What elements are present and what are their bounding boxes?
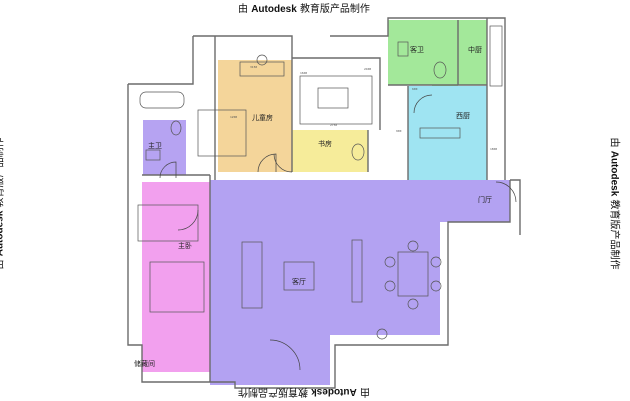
watermark-brand: Autodesk xyxy=(251,4,297,15)
master-basin xyxy=(145,149,161,161)
watermark-suffix: 教育版产品制作 xyxy=(238,386,308,397)
room-fill-master-bedroom xyxy=(142,182,210,372)
watermark-suffix: 教育版产品制作 xyxy=(299,4,370,15)
dimension-label: 600 xyxy=(412,87,418,91)
room-fill-western-kitchen xyxy=(408,86,487,180)
coffee-table xyxy=(283,261,315,291)
dimension-label: 1800 xyxy=(490,147,497,151)
island-counter xyxy=(419,127,461,139)
kid-desk xyxy=(239,61,285,77)
dimension-label: 900 xyxy=(396,129,402,133)
room-label-living-room: 客厅 xyxy=(292,277,306,286)
watermark-prefix: 由 xyxy=(238,4,248,15)
dining-chair-1 xyxy=(384,256,396,268)
wardrobe xyxy=(137,204,199,242)
tv-unit xyxy=(351,239,363,303)
room-label-chinese-kitchen: 中厨 xyxy=(468,45,482,54)
kitchen-counter xyxy=(489,25,503,87)
watermark-prefix: 由 xyxy=(0,259,5,269)
room-label-guest-bath: 客卫 xyxy=(410,45,424,54)
watermark-brand: Autodesk xyxy=(0,210,6,257)
room-label-kid-room: 儿童房 xyxy=(252,113,273,122)
watermark-brand: Autodesk xyxy=(311,386,357,397)
watermark-bottom: 由 Autodesk 教育版产品制作 xyxy=(238,386,370,401)
guest-basin xyxy=(397,41,409,57)
bathtub xyxy=(139,91,185,109)
room-fill-study xyxy=(292,130,368,172)
plant xyxy=(376,328,388,340)
room-label-study: 书房 xyxy=(318,139,332,148)
room-fill-guest-bath xyxy=(388,20,458,95)
watermark-left: 由 Autodesk 教育版产品制作 xyxy=(0,138,5,270)
dimension-label: 1600 xyxy=(300,71,307,75)
watermark-prefix: 由 xyxy=(359,386,370,397)
room-label-storage: 储藏间 xyxy=(134,359,155,368)
watermark-suffix: 教育版产品制作 xyxy=(608,199,620,270)
walls xyxy=(127,17,521,389)
room-labels: 儿童房 书房 客卫 中厨 西厨 主卫 主卧 客厅 门厅 储藏间 xyxy=(134,45,492,368)
watermark-brand: Autodesk xyxy=(608,150,620,197)
room-fill-kid-room xyxy=(218,60,292,172)
master-toilet xyxy=(170,120,182,136)
dining-chair-3 xyxy=(430,256,442,268)
dimension-label: 1200 xyxy=(230,115,237,119)
study-desk xyxy=(317,87,349,109)
watermark-right: 由 Autodesk 教育版产品制作 xyxy=(608,138,623,270)
kid-chair xyxy=(256,54,268,66)
study-chair xyxy=(351,143,365,161)
dimension-label: 3150 xyxy=(250,65,257,69)
kid-bed xyxy=(197,109,247,157)
dining-chair-2 xyxy=(384,280,396,292)
room-fill-living xyxy=(210,180,510,385)
study-shelf xyxy=(299,75,373,125)
watermark-prefix: 由 xyxy=(608,137,620,148)
room-label-master-bedroom: 主卧 xyxy=(178,241,192,250)
watermark-top: 由 Autodesk 教育版产品制作 xyxy=(238,0,370,15)
dimension-labels: 3150 2750 1200 600 1600 2400 1800 900 xyxy=(230,65,497,151)
dining-table xyxy=(397,251,429,297)
furniture xyxy=(137,25,503,340)
dining-chair-6 xyxy=(407,298,419,310)
dining-chair-5 xyxy=(407,240,419,252)
watermark-suffix: 教育版产品制作 xyxy=(0,137,6,208)
sofa xyxy=(241,241,263,309)
room-fill-master-bath xyxy=(143,120,186,175)
dining-chair-4 xyxy=(430,280,442,292)
master-bed xyxy=(149,261,205,313)
room-label-entrance: 门厅 xyxy=(478,195,492,204)
dimension-label: 2400 xyxy=(364,67,371,71)
room-fill-chinese-kitchen xyxy=(458,20,487,85)
guest-toilet xyxy=(433,61,447,79)
dimension-label: 2750 xyxy=(330,123,337,127)
room-fills xyxy=(142,20,510,385)
room-label-master-bath: 主卫 xyxy=(148,141,162,150)
room-label-western-kitchen: 西厨 xyxy=(456,112,470,120)
